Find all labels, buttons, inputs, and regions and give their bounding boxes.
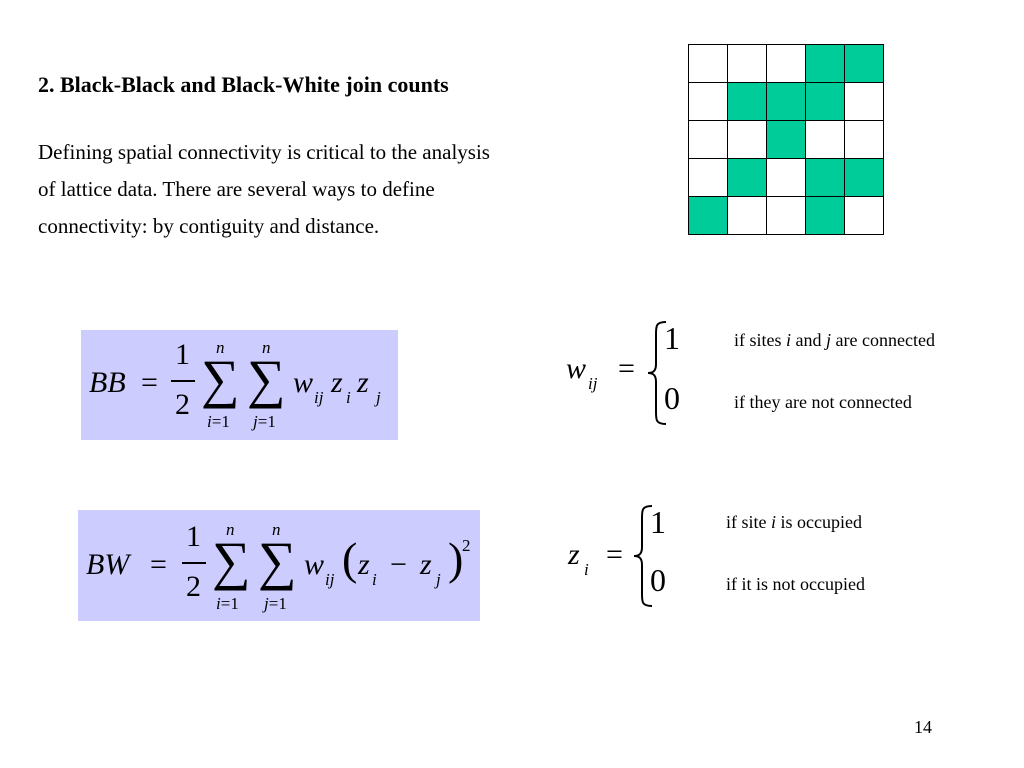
left-brace-icon xyxy=(647,321,667,425)
slide-title: 2. Black-Black and Black-White join coun… xyxy=(38,72,449,97)
bw-sum2-top: n xyxy=(272,520,281,539)
paragraph-line: of lattice data. There are several ways … xyxy=(38,177,435,201)
lattice-cell-empty xyxy=(767,159,806,197)
lattice-cell-occupied xyxy=(689,197,728,235)
lattice-grid xyxy=(688,44,884,235)
w-def-val0: 0 xyxy=(664,380,680,416)
bw-sum2-sigma: ∑ xyxy=(258,531,297,591)
w-definition: w ij = 1 0 if sites i and j are connecte… xyxy=(566,318,1006,428)
bb-sum1-bottom: i=1 xyxy=(207,412,230,431)
lattice-cell-occupied xyxy=(806,197,845,235)
bw-z1: z xyxy=(358,548,370,581)
bw-lhs: BW xyxy=(86,548,130,581)
bw-formula: BW = 1 2 n ∑ i=1 n ∑ j=1 w ij ( z i − z … xyxy=(78,510,480,621)
lattice-cell-occupied xyxy=(767,83,806,121)
lattice-cell-occupied xyxy=(728,159,767,197)
z-def-val1: 1 xyxy=(650,504,666,540)
bb-equals: = xyxy=(141,366,158,399)
bb-w-sub: ij xyxy=(314,388,324,407)
lattice-cell-occupied xyxy=(845,159,884,197)
lattice-cell-occupied xyxy=(845,45,884,83)
bb-numerator: 1 xyxy=(175,338,190,371)
intro-paragraph: Defining spatial connectivity is critica… xyxy=(38,134,638,245)
lattice-cell-empty xyxy=(728,197,767,235)
bw-fraction-bar xyxy=(182,562,206,564)
bb-denominator: 2 xyxy=(175,388,190,421)
lattice-cell-empty xyxy=(845,83,884,121)
w-def-cond1: if sites i and j are connected xyxy=(734,330,935,350)
w-def-var: w xyxy=(566,352,587,385)
bw-w: w xyxy=(304,548,325,581)
lattice-cell-occupied xyxy=(806,83,845,121)
z-def-val0: 0 xyxy=(650,562,666,598)
bw-numerator: 1 xyxy=(186,520,201,553)
w-def-sub: ij xyxy=(588,374,598,393)
bw-w-sub: ij xyxy=(325,570,335,589)
bb-lhs: BB xyxy=(89,366,126,399)
bb-w: w xyxy=(293,366,314,399)
z-def-sub: i xyxy=(584,560,589,579)
bw-sum1-top: n xyxy=(226,520,235,539)
lattice-cell-empty xyxy=(728,121,767,159)
w-def-cond0: if they are not connected xyxy=(734,392,912,412)
lattice-cell-empty xyxy=(845,197,884,235)
bb-formula: BB = 1 2 n ∑ i=1 n ∑ j=1 w ij z i z j xyxy=(81,330,398,440)
bb-sum1-sigma: ∑ xyxy=(201,349,240,409)
bw-z1-sub: i xyxy=(372,570,377,589)
paragraph-line: connectivity: by contiguity and distance… xyxy=(38,214,380,238)
bb-sum2-bottom: j=1 xyxy=(253,412,276,431)
lattice-cell-occupied xyxy=(767,121,806,159)
bb-z1: z xyxy=(331,366,343,399)
bw-minus: − xyxy=(390,548,407,581)
bw-right-paren: ) xyxy=(448,533,464,584)
z-def-var: z xyxy=(568,538,580,571)
bb-z2: z xyxy=(357,366,369,399)
lattice-cell-empty xyxy=(806,121,845,159)
bw-sum2-bottom: j=1 xyxy=(264,594,287,613)
bw-sum1-bottom: i=1 xyxy=(216,594,239,613)
lattice-cell-empty xyxy=(845,121,884,159)
bb-z2-sub: j xyxy=(376,388,381,407)
lattice-cell-empty xyxy=(689,83,728,121)
z-def-cond0: if it is not occupied xyxy=(726,574,865,594)
bw-left-paren: ( xyxy=(342,533,358,584)
bw-denominator: 2 xyxy=(186,570,201,603)
lattice-cell-empty xyxy=(689,159,728,197)
z-def-equals: = xyxy=(606,538,623,571)
lattice-cell-empty xyxy=(767,45,806,83)
z-definition: z i = 1 0 if site i is occupied if it is… xyxy=(568,500,1008,610)
lattice-cell-empty xyxy=(689,45,728,83)
bw-z2-sub: j xyxy=(436,570,441,589)
bw-equals: = xyxy=(150,548,167,581)
w-def-equals: = xyxy=(618,352,635,385)
bb-sum2-top: n xyxy=(262,338,271,357)
bb-z1-sub: i xyxy=(346,388,351,407)
w-def-val1: 1 xyxy=(664,320,680,356)
page-number: 14 xyxy=(914,717,932,737)
bw-z2: z xyxy=(420,548,432,581)
lattice-cell-empty xyxy=(728,45,767,83)
left-brace-icon xyxy=(633,505,653,607)
paragraph-line: Defining spatial connectivity is critica… xyxy=(38,140,490,164)
lattice-cell-occupied xyxy=(806,45,845,83)
bb-sum1-top: n xyxy=(216,338,225,357)
bb-sum2-sigma: ∑ xyxy=(247,349,286,409)
z-def-cond1: if site i is occupied xyxy=(726,512,862,532)
lattice-cell-occupied xyxy=(728,83,767,121)
bw-sum1-sigma: ∑ xyxy=(212,531,251,591)
bw-power: 2 xyxy=(462,536,471,555)
lattice-cell-occupied xyxy=(806,159,845,197)
bb-fraction-bar xyxy=(171,380,195,382)
lattice-cell-empty xyxy=(767,197,806,235)
lattice-cell-empty xyxy=(689,121,728,159)
